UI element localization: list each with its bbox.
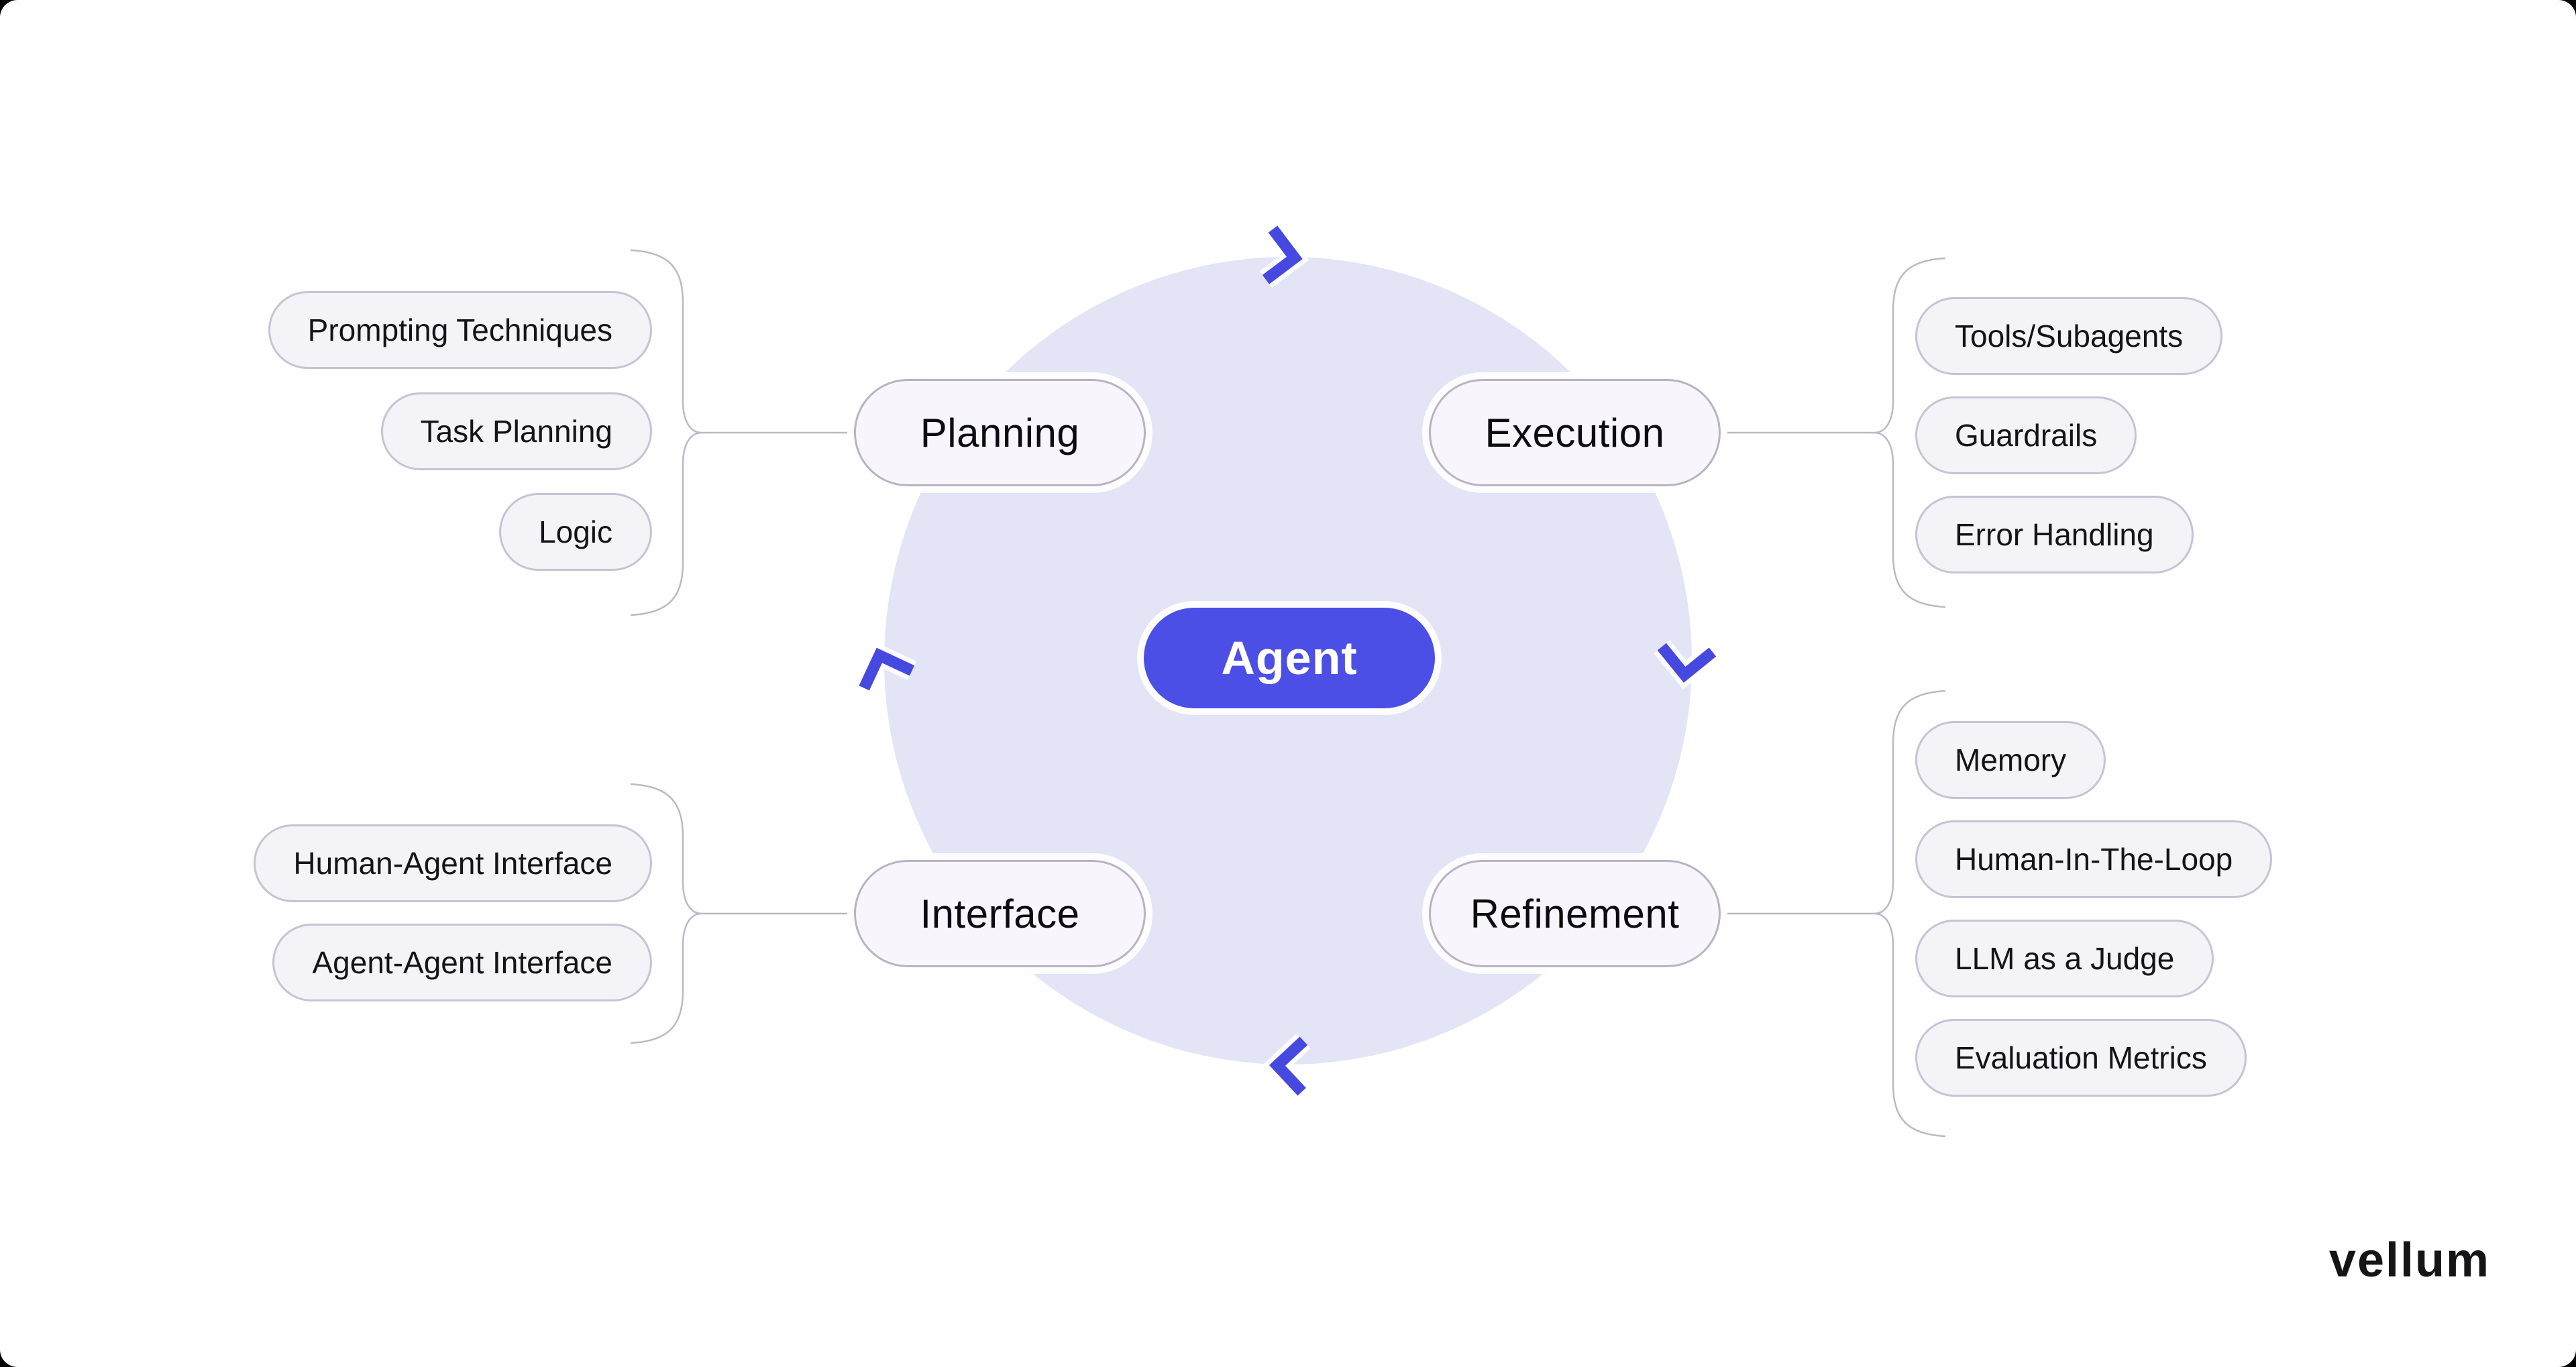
subtopic-task-planning: Task Planning <box>380 392 652 470</box>
node-pill-interface: Interface <box>854 860 1146 967</box>
subtopic-evaluation-metrics: Evaluation Metrics <box>1915 1019 2247 1097</box>
node-pill-execution: Execution <box>1429 379 1721 486</box>
subtopic-memory: Memory <box>1915 721 2106 799</box>
subtopic-tools-subagents: Tools/Subagents <box>1915 297 2223 375</box>
subtopic-human-in-the-loop: Human-In-The-Loop <box>1915 820 2273 898</box>
center-node-agent: Agent <box>1144 608 1435 708</box>
subtopic-agent-agent-interface: Agent-Agent Interface <box>272 924 652 1001</box>
chevron-right-icon <box>1259 223 1309 288</box>
chevron-left-icon <box>1263 1033 1311 1099</box>
subtopic-prompting-techniques: Prompting Techniques <box>268 291 652 369</box>
chevron-down-icon <box>1654 640 1719 690</box>
subtopic-llm-as-a-judge: LLM as a Judge <box>1915 920 2214 997</box>
brace-connector-interface <box>630 783 702 1044</box>
subtopic-error-handling: Error Handling <box>1915 496 2194 573</box>
subtopic-guardrails: Guardrails <box>1915 396 2137 474</box>
node-pill-refinement: Refinement <box>1429 860 1721 967</box>
node-pill-planning: Planning <box>854 379 1146 486</box>
vellum-logo: vellum <box>2328 1234 2490 1287</box>
chevron-up-icon <box>855 641 917 693</box>
subtopic-human-agent-interface: Human-Agent Interface <box>254 824 652 902</box>
subtopic-logic: Logic <box>499 493 652 571</box>
